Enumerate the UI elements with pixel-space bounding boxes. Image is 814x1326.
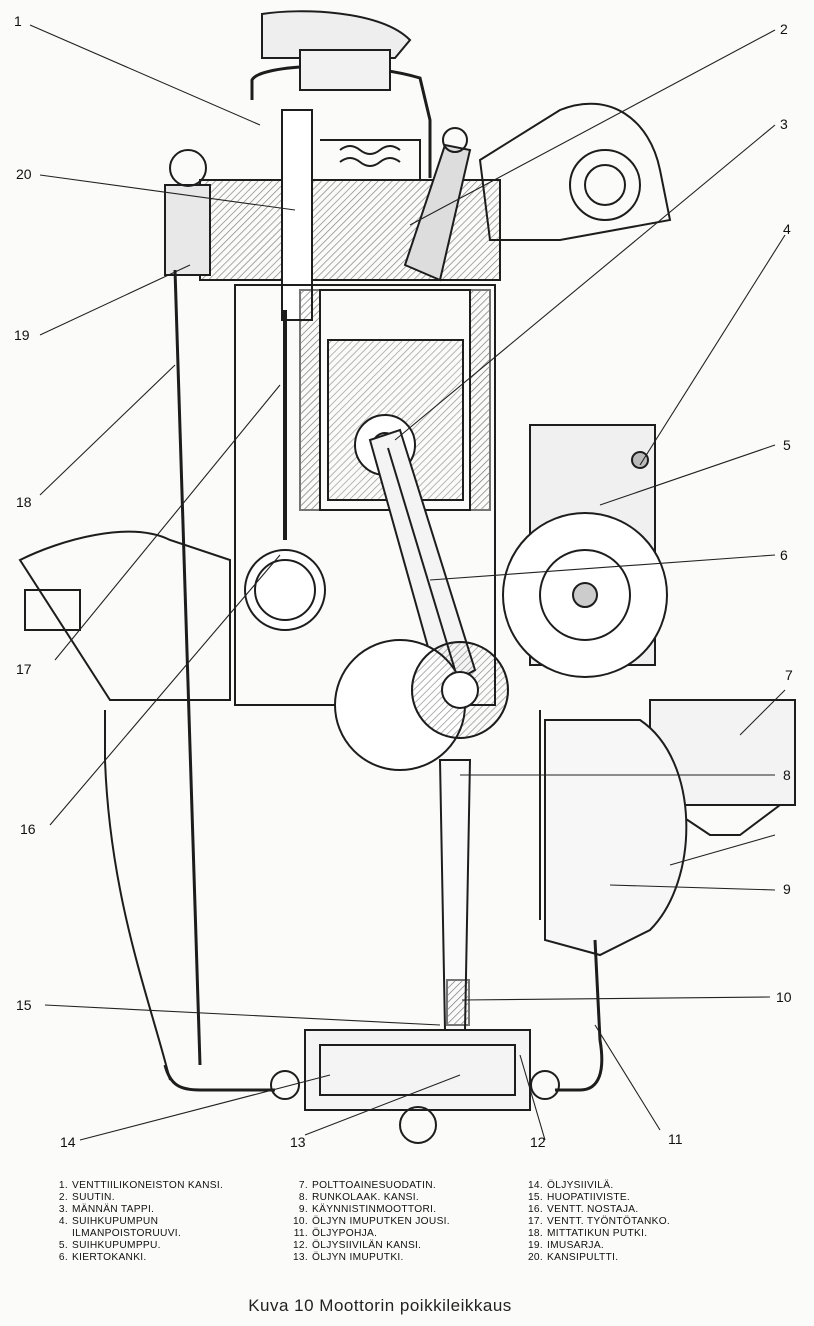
leader-lines (29, 24, 786, 1141)
dipstick-tube (173, 269, 202, 1066)
legend-item: 16.VENTT. NOSTAJA. (527, 1204, 639, 1215)
legend-item: 13.ÖLJYN IMUPUTKI. (292, 1252, 404, 1263)
legend-item: 18.MITTATIKUN PUTKI. (527, 1228, 648, 1239)
callout-9: 9 (783, 881, 791, 897)
callout-1: 1 (14, 13, 22, 29)
parts-legend: 1.VENTTIILIKONEISTON KANSI. 2.SUUTIN. 3.… (52, 1180, 772, 1270)
legend-item: 1.VENTTIILIKONEISTON KANSI. (58, 1180, 224, 1191)
legend-column-2: 7.POLTTOAINESUODATIN. 8.RUNKOLAAK. KANSI… (292, 1180, 450, 1264)
starter-motor (544, 719, 688, 957)
cylinder-block (234, 284, 496, 706)
pushrod-and-tappet (244, 310, 326, 631)
legend-item: 15.HUOPATIIVISTE. (527, 1192, 631, 1203)
callout-17: 17 (16, 661, 32, 677)
callout-18: 18 (16, 494, 32, 510)
callout-19: 19 (14, 327, 30, 343)
callout-11: 11 (668, 1131, 683, 1147)
oil-pan (163, 710, 604, 1092)
oil-suction-tube (438, 759, 472, 1031)
callout-6: 6 (780, 547, 788, 563)
legend-item: 12.ÖLJYSIIVILÄN KANSI. (292, 1240, 422, 1251)
engine-cross-section-drawing (18, 10, 796, 1144)
valve-cover (250, 10, 432, 178)
legend-item: 20.KANSIPULTTI. (527, 1252, 619, 1263)
callout-14: 14 (60, 1134, 76, 1150)
legend-item: 6.KIERTOKANKI. (58, 1252, 147, 1263)
legend-column-1: 1.VENTTIILIKONEISTON KANSI. 2.SUUTIN. 3.… (52, 1180, 223, 1264)
legend-item: 8.RUNKOLAAK. KANSI. (298, 1192, 420, 1203)
exhaust-manifold-bracket (478, 102, 672, 241)
callout-7: 7 (785, 667, 793, 683)
legend-item: 19.IMUSARJA. (527, 1240, 605, 1251)
legend-item: 4.SUIHKUPUMPUN (58, 1216, 159, 1227)
callout-15: 15 (16, 997, 32, 1013)
callout-12: 12 (530, 1134, 546, 1150)
legend-column-3: 14.ÖLJYSIIVILÄ. 15.HUOPATIIVISTE. 16.VEN… (527, 1180, 670, 1264)
callout-2: 2 (780, 21, 788, 37)
crankcase-wall (18, 530, 231, 1081)
crankshaft (334, 639, 509, 771)
injection-pump (502, 424, 668, 678)
callout-5: 5 (783, 437, 791, 453)
figure-caption: Kuva 10 Moottorin poikkileikkaus (248, 1296, 512, 1315)
injector (403, 127, 472, 282)
callout-16: 16 (20, 821, 36, 837)
callout-3: 3 (780, 116, 788, 132)
legend-item-continuation: ILMANPOISTORUUVI. (72, 1228, 182, 1239)
callout-20: 20 (16, 166, 32, 182)
intake-manifold (164, 149, 211, 276)
legend-item: 5.SUIHKUPUMPPU. (58, 1240, 161, 1251)
callout-8: 8 (783, 767, 791, 783)
callout-10: 10 (776, 989, 792, 1005)
legend-item: 2.SUUTIN. (58, 1192, 115, 1203)
legend-item: 14.ÖLJYSIIVILÄ. (527, 1180, 614, 1191)
callout-4: 4 (783, 221, 791, 237)
callout-13: 13 (290, 1134, 306, 1150)
legend-item: 17.VENTT. TYÖNTÖTANKO. (527, 1216, 671, 1227)
legend-item: 9.KÄYNNISTINMOOTTORI. (298, 1204, 437, 1215)
legend-item: 11.ÖLJYPOHJA. (293, 1228, 378, 1239)
legend-item: 7.POLTTOAINESUODATIN. (298, 1180, 437, 1191)
oil-strainer (270, 1029, 560, 1144)
legend-item: 3.MÄNNÄN TAPPI. (58, 1204, 155, 1215)
legend-item: 10.ÖLJYN IMUPUTKEN JOUSI. (292, 1216, 450, 1227)
